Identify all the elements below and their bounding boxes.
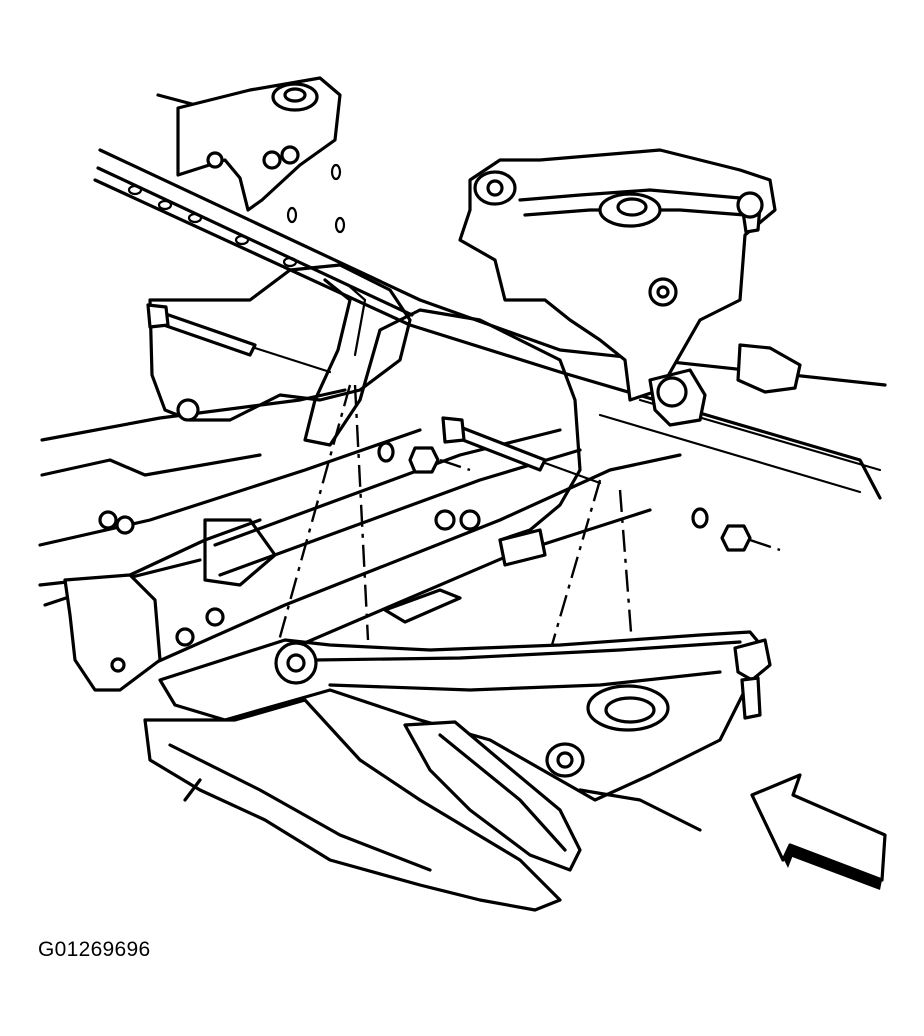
direction-arrow: [750, 773, 887, 890]
pivot-bolt-rear: [441, 416, 602, 485]
lower-control-arm: [158, 630, 772, 802]
shock-absorber: [143, 698, 702, 912]
frame-bracket-upper: [176, 76, 342, 212]
upper-control-arm: [458, 148, 802, 427]
figure-id-label: G01269696: [38, 938, 151, 961]
crossmember: [38, 263, 682, 702]
nut-washer-set: [377, 441, 781, 552]
stabilizer-link: [303, 278, 582, 542]
alignment-lines: [273, 384, 634, 656]
pivot-bolt-front: [146, 303, 332, 374]
